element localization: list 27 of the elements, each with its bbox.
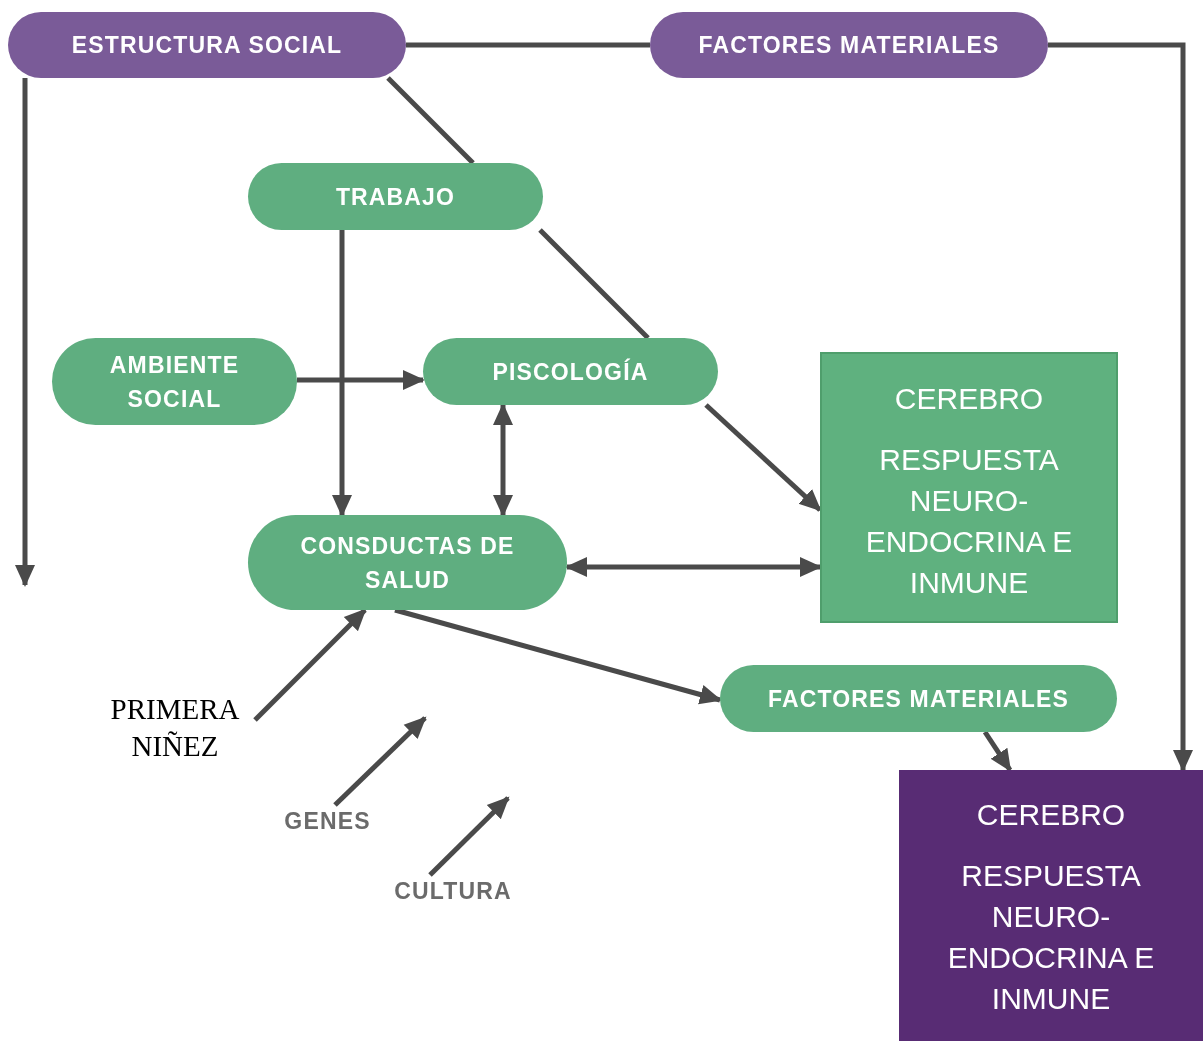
node-title: FACTORES MATERIALES [698,30,1000,60]
arrow [333,716,427,807]
arrow [15,78,35,587]
arrow [565,557,822,577]
node-title: FACTORES MATERIALES [768,684,1069,714]
arrow [982,730,1013,772]
arrow [428,796,510,877]
node-title: ESTRUCTURA SOCIAL [71,30,343,60]
arrow [253,608,367,722]
text-box [899,770,1203,1041]
node-title: CEREBRO [976,797,1126,833]
node-title: PRIMERA NIÑEZ [109,691,241,764]
arrow [332,230,352,517]
node-text: RESPUESTA NEURO- ENDOCRINA E INMUNE [864,442,1074,601]
node-title: CULTURA [394,876,512,906]
arrow [704,403,822,512]
node-text: RESPUESTA NEURO- ENDOCRINA E INMUNE [946,858,1156,1017]
text-box [820,352,1118,623]
node-title: AMBIENTE SOCIAL [108,350,241,414]
node-title: CEREBRO [894,381,1044,417]
arrow [493,403,513,517]
node-title: CONSDUCTAS DE SALUD [299,531,516,595]
node-title: GENES [284,806,371,836]
node-title: TRABAJO [335,182,456,212]
arrow [1048,42,1193,772]
arrow [297,370,425,390]
node-title: PISCOLOGÍA [492,357,649,387]
